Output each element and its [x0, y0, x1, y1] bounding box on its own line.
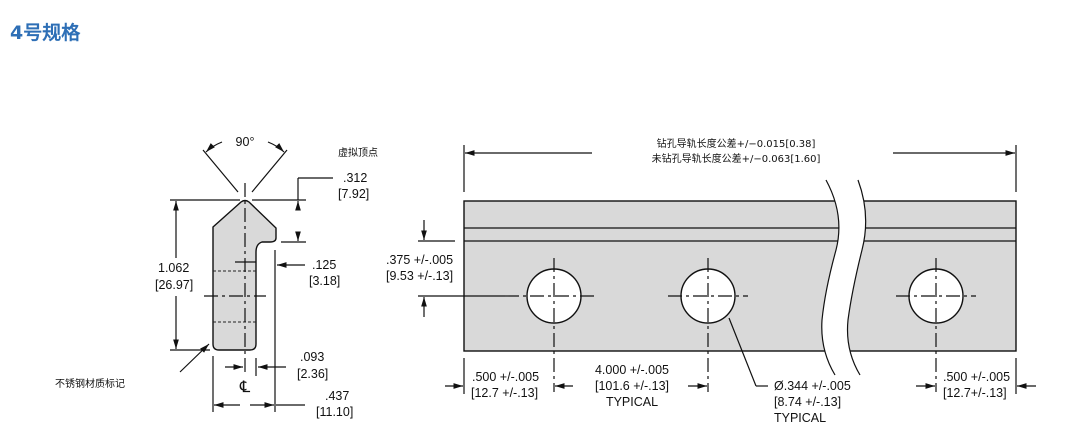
dim-end-left-mm: [12.7 +/-.13] — [471, 386, 538, 400]
dim-hole: Ø.344 +/-.005 — [774, 379, 851, 393]
dim-pitch-note: TYPICAL — [606, 395, 658, 409]
dim-1062: 1.062 — [158, 261, 189, 275]
dim-312: .312 — [343, 171, 367, 185]
dim-375-mm: [9.53 +/-.13] — [386, 269, 453, 283]
material-mark-label: 不锈钢材质标记 — [55, 377, 125, 390]
dim-hole-mm: [8.74 +/-.13] — [774, 395, 841, 409]
break-line — [821, 179, 840, 376]
profile-view: 90° 虚拟顶点 .312 [7.92] 1.062 [26.97] .125 … — [55, 135, 378, 419]
rail-profile-shape — [212, 199, 277, 351]
dim-end-right-mm: [12.7+/-.13] — [943, 386, 1007, 400]
mounting-hole — [896, 258, 976, 392]
rail-view: 钻孔导轨长度公差+/−0.015[0.38] 未钻孔导轨长度公差+/−0.063… — [386, 137, 1036, 425]
break-line — [846, 179, 867, 376]
dim-pitch: 4.000 +/-.005 — [595, 363, 669, 377]
dim-375: .375 +/-.005 — [386, 253, 453, 267]
dim-hole-note: TYPICAL — [774, 411, 826, 425]
mounting-hole — [668, 258, 748, 392]
dim-312-mm: [7.92] — [338, 187, 369, 201]
angle-label: 90° — [236, 135, 255, 149]
dim-093: .093 — [300, 350, 324, 364]
centerline-symbol: ℄ — [239, 379, 251, 396]
dim-125: .125 — [312, 258, 336, 272]
dim-437-mm: [11.10] — [316, 405, 353, 419]
page-title: 4号规格 — [10, 22, 81, 44]
virtual-apex-label: 虚拟顶点 — [338, 146, 378, 159]
dim-end-right: .500 +/-.005 — [943, 370, 1010, 384]
dim-437: .437 — [325, 389, 349, 403]
dim-end-left: .500 +/-.005 — [472, 370, 539, 384]
break-gap — [821, 180, 866, 375]
mounting-hole — [505, 258, 594, 392]
dim-125-mm: [3.18] — [309, 274, 340, 288]
dim-1062-mm: [26.97] — [155, 278, 193, 292]
length-tolerance-undrilled: 未钻孔导轨长度公差+/−0.063[1.60] — [652, 152, 821, 165]
length-tolerance-drilled: 钻孔导轨长度公差+/−0.015[0.38] — [657, 137, 816, 150]
dim-093-mm: [2.36] — [297, 367, 328, 381]
dim-pitch-mm: [101.6 +/-.13] — [595, 379, 669, 393]
